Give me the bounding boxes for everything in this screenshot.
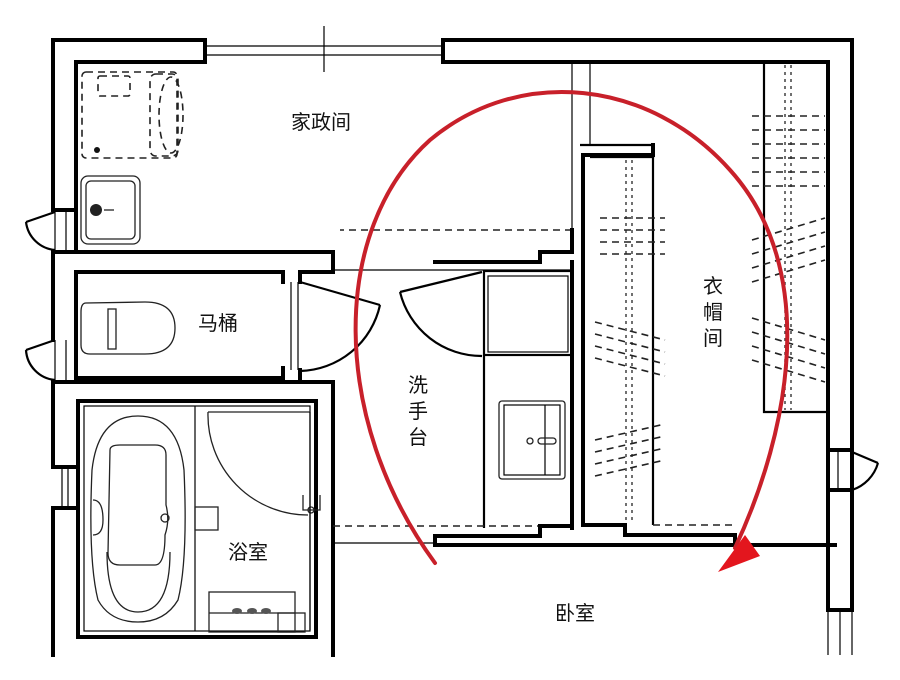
room-label-utility: 家政间 [291, 110, 351, 134]
room-label-washbasin-3: 台 [408, 425, 428, 449]
room-label-closet-3: 间 [703, 326, 723, 350]
room-label-closet-2: 帽 [703, 300, 723, 324]
dot-icon [94, 147, 100, 153]
room-label-toilet: 马桶 [198, 311, 238, 335]
room-label-washbasin-1: 洗 [408, 373, 428, 397]
room-closet [580, 62, 880, 655]
room-washbasin [333, 250, 837, 547]
room-label-closet-1: 衣 [703, 274, 723, 298]
room-bathroom [76, 399, 335, 657]
room-label-bathroom: 浴室 [228, 540, 268, 564]
room-utility [24, 60, 591, 254]
arrowhead-icon [718, 535, 760, 572]
room-toilet [24, 270, 382, 410]
circulation-route [353, 90, 790, 572]
faucet-icon [90, 204, 102, 216]
room-label-washbasin-2: 手 [408, 399, 428, 423]
room-label-bedroom: 卧室 [555, 601, 595, 625]
